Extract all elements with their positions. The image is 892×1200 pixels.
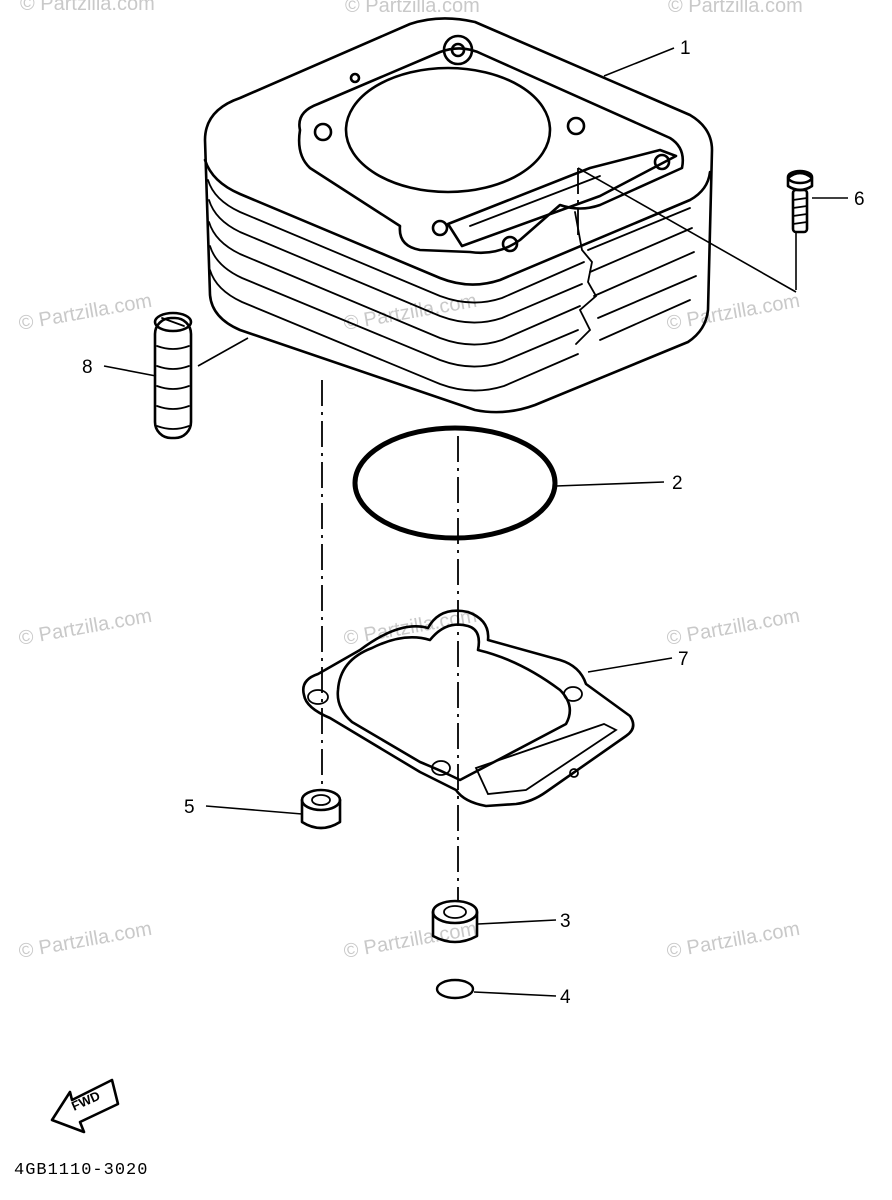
watermark: © Partzilla.com bbox=[668, 0, 803, 17]
watermark: © Partzilla.com bbox=[17, 605, 154, 650]
knock-pin-drawing bbox=[153, 311, 193, 440]
watermark: © Partzilla.com bbox=[17, 918, 154, 963]
watermark-layer: © Partzilla.com © Partzilla.com © Partzi… bbox=[17, 0, 803, 963]
callout-1: 1 bbox=[680, 38, 691, 59]
base-gasket-drawing bbox=[302, 609, 635, 808]
watermark: © Partzilla.com bbox=[20, 0, 155, 15]
callout-5: 5 bbox=[184, 797, 195, 818]
watermark: © Partzilla.com bbox=[345, 0, 480, 17]
fwd-label: FWD bbox=[69, 1088, 102, 1114]
cylinder-block-drawing bbox=[203, 17, 714, 414]
watermark: © Partzilla.com bbox=[665, 605, 802, 650]
watermark: © Partzilla.com bbox=[665, 918, 802, 963]
watermark: © Partzilla.com bbox=[665, 290, 802, 335]
small-o-ring-drawing bbox=[435, 978, 475, 1000]
callout-2: 2 bbox=[672, 473, 683, 494]
dowel-pin-drawing bbox=[300, 788, 342, 830]
diagram-code: 4GB1110-3020 bbox=[14, 1161, 148, 1180]
o-ring-drawing bbox=[352, 425, 558, 541]
alignment-lines bbox=[321, 168, 579, 902]
watermark: © Partzilla.com bbox=[342, 918, 479, 963]
callout-3: 3 bbox=[560, 911, 571, 932]
leader-lines bbox=[103, 47, 848, 997]
callout-8: 8 bbox=[82, 357, 93, 378]
callout-4: 4 bbox=[560, 987, 571, 1008]
callouts: 1 6 2 7 8 5 3 4 bbox=[82, 38, 865, 1008]
watermark: © Partzilla.com bbox=[17, 290, 154, 335]
callout-7: 7 bbox=[678, 649, 689, 670]
callout-6: 6 bbox=[854, 189, 865, 210]
bolt-drawing bbox=[786, 169, 814, 234]
dowel-pin-drawing bbox=[431, 899, 479, 944]
fwd-arrow: FWD bbox=[50, 1078, 120, 1134]
